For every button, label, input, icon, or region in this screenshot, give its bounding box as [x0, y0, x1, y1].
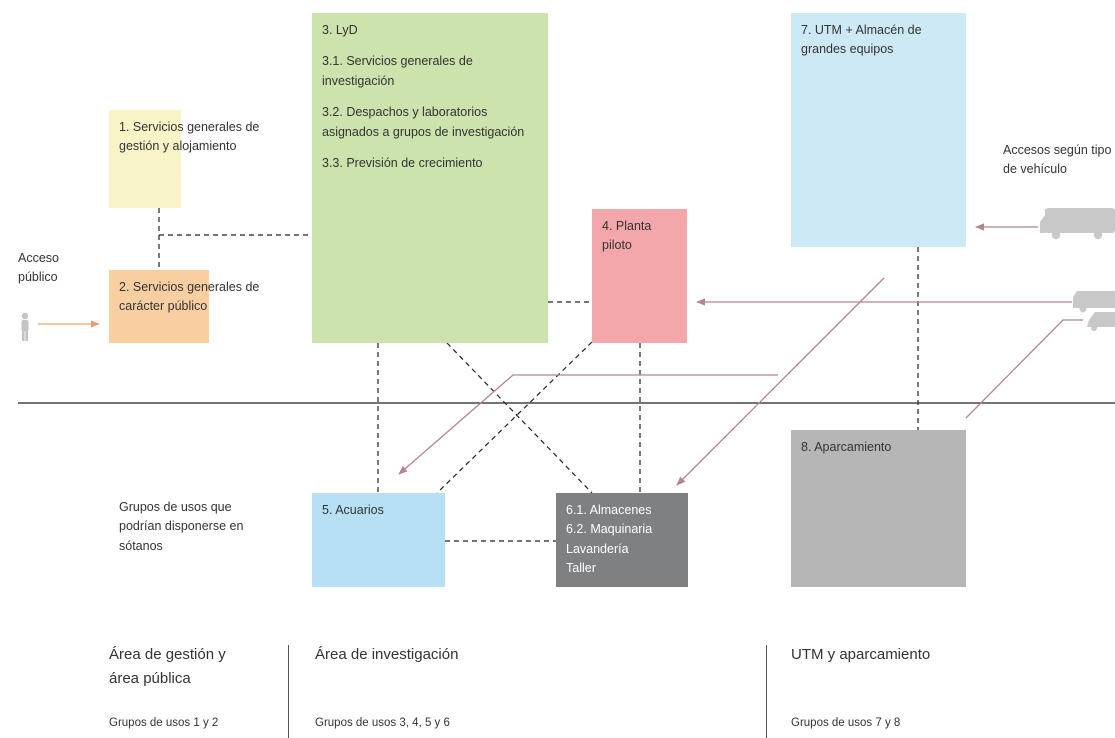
public-access-label: Acceso público	[18, 251, 59, 285]
box-5-acuarios: 5. Acuarios	[312, 493, 445, 587]
box-1-servicios-gestion	[109, 110, 181, 208]
box-2-servicios-publicos	[109, 270, 209, 343]
van-icon	[1073, 291, 1115, 313]
box-2-label: 2. Servicios generales de carácter públi…	[119, 280, 260, 314]
box-3-lyd: 3. LyD 3.1. Servicios generales de inves…	[312, 13, 548, 343]
box-6-almacenes: 6.1. Almacenes 6.2. Maquinaria Lavanderí…	[556, 493, 688, 587]
car-icon	[1087, 312, 1115, 331]
zone-divider-2	[766, 645, 767, 738]
box-8-aparcamiento: 8. Aparcamiento	[791, 430, 966, 587]
box-4-label: 4. Planta piloto	[602, 219, 652, 253]
zone-1-title: Área de gestión y área pública	[109, 646, 226, 687]
zone-3-subtitle: Grupos de usos 7 y 8	[791, 717, 901, 729]
person-icon	[21, 312, 29, 341]
box-7-utm: 7. UTM + Almacén de grandes equipos	[791, 13, 966, 247]
box-3-title: 3. LyD	[322, 23, 358, 37]
box-3-3: 3.3. Previsión de crecimiento	[322, 155, 483, 170]
box-7-label: 7. UTM + Almacén de grandes equipos	[801, 23, 922, 57]
box-1-label: 1. Servicios generales de gestión y aloj…	[119, 120, 260, 154]
zone-1-subtitle: Grupos de usos 1 y 2	[109, 717, 219, 729]
arrow-to-6	[676, 277, 885, 486]
box-6-line-1: 6.1. Almacenes	[566, 503, 652, 517]
link-4-5	[436, 341, 593, 494]
box-6-line-4: Taller	[566, 561, 596, 576]
box-3-2: 3.2. Despachos y laboratorios asignados …	[322, 105, 525, 139]
basement-label: Grupos de usos que podrían disponerse en…	[119, 500, 244, 553]
box-8-label: 8. Aparcamiento	[801, 440, 892, 454]
arrow-car-to-8	[965, 319, 1083, 419]
box-6-line-2: 6.2. Maquinaria	[566, 522, 653, 537]
zone-2-subtitle: Grupos de usos 3, 4, 5 y 6	[315, 717, 450, 729]
box-5-label: 5. Acuarios	[322, 503, 384, 517]
vehicle-access-label: Accesos según tipo de vehículo	[1003, 143, 1112, 177]
box-4-planta-piloto: 4. Planta piloto	[592, 209, 687, 343]
truck-icon	[1040, 208, 1115, 240]
zone-2-title: Área de investigación	[315, 646, 459, 663]
arrow-van-to-5	[398, 374, 778, 475]
box-3-1: 3.1. Servicios generales de investigació…	[322, 54, 473, 88]
zone-divider-1	[288, 645, 289, 738]
zone-3-title: UTM y aparcamiento	[791, 646, 931, 663]
box-6-line-3: Lavandería	[566, 541, 629, 556]
link-3-6	[446, 342, 593, 494]
